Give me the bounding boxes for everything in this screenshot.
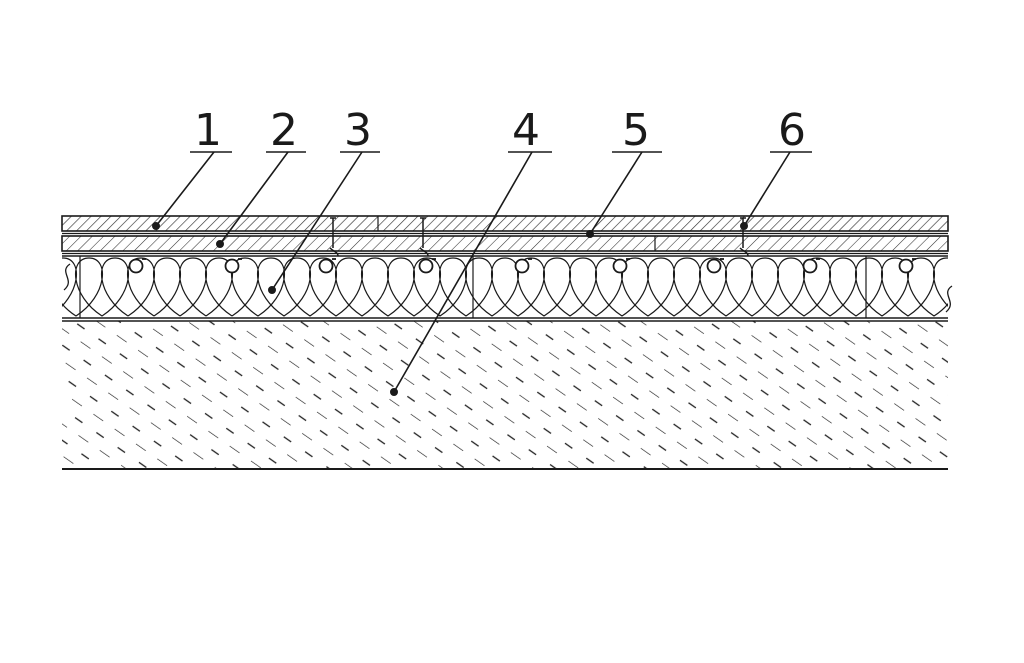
insulation-loops [62, 257, 948, 317]
callout-5-leader [585, 151, 662, 239]
pipe-4 [418, 258, 434, 274]
callout-2-leader [216, 151, 306, 249]
callout-labels: 1 2 3 4 5 6 [194, 105, 806, 156]
callout-leaders [152, 151, 812, 396]
fastener-2 [419, 217, 429, 257]
callout-6-label: 6 [778, 105, 806, 156]
layer-base-slab [62, 320, 948, 470]
layer-top-finish [61, 215, 949, 232]
pipe-8 [802, 258, 818, 274]
pipe-3 [318, 258, 334, 274]
callout-3-leader [267, 151, 380, 294]
pipe-1 [128, 258, 144, 274]
pipe-6 [612, 258, 628, 274]
pipe-2 [224, 258, 240, 274]
callout-1-leader [152, 151, 232, 231]
callout-4-label: 4 [512, 105, 540, 156]
layer-insulation [62, 255, 953, 319]
fasteners [329, 217, 749, 257]
callout-3-label: 3 [344, 105, 372, 156]
callout-6-leader [739, 151, 812, 231]
callout-4-leader [389, 151, 552, 396]
pipe-5 [514, 258, 530, 274]
pipe-row [128, 258, 916, 274]
callout-1-label: 1 [194, 105, 222, 156]
pipe-7 [706, 258, 722, 274]
callout-5-label: 5 [622, 105, 650, 156]
pipe-9 [898, 258, 914, 274]
callout-2-label: 2 [270, 105, 298, 156]
layer-screed [61, 216, 949, 255]
fastener-1 [329, 217, 339, 257]
